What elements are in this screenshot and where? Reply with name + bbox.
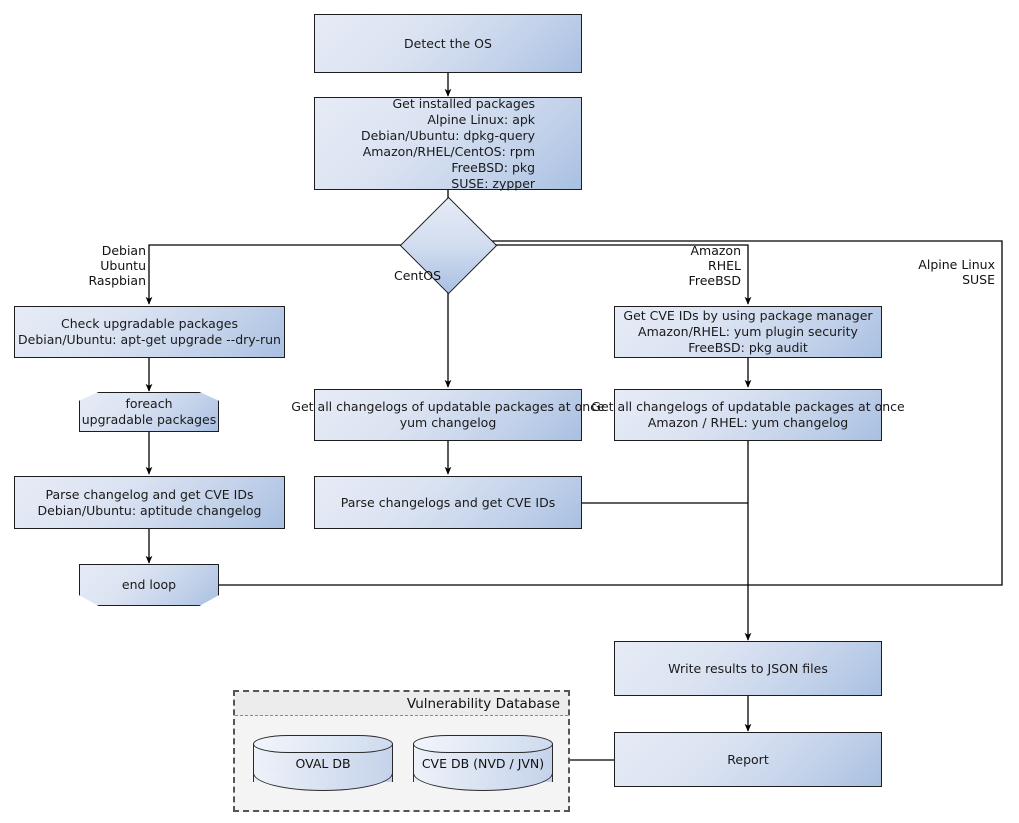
node-end-loop[interactable]: end loop (79, 564, 219, 606)
node-parse-changelogs-centos-label: Parse changelogs and get CVE IDs (340, 494, 556, 510)
node-report-label: Report (727, 751, 769, 767)
node-report[interactable]: Report (614, 732, 882, 787)
node-detect-os[interactable]: Detect the OS (314, 14, 582, 73)
node-detect-os-label: Detect the OS (404, 35, 492, 51)
vulnerability-database-title-bar: Vulnerability Database (235, 692, 568, 716)
database-cylinder-oval-label: OVAL DB (295, 755, 351, 771)
vulnerability-database-title: Vulnerability Database (406, 695, 560, 712)
cylinder-top (413, 735, 553, 753)
database-cylinder-oval[interactable]: OVAL DB (253, 735, 393, 791)
node-write-results[interactable]: Write results to JSON files (614, 641, 882, 696)
node-get-changelogs-amazon-label: Get all changelogs of updatable packages… (591, 399, 905, 430)
node-write-results-label: Write results to JSON files (668, 660, 828, 676)
database-cylinder-cve[interactable]: CVE DB (NVD / JVN) (413, 735, 553, 791)
node-end-loop-label: end loop (121, 577, 177, 592)
edge-decision-to-debian (145, 244, 401, 305)
node-get-changelogs-amazon[interactable]: Get all changelogs of updatable packages… (591, 389, 905, 441)
node-get-changelogs-centos[interactable]: Get all changelogs of updatable packages… (291, 389, 605, 441)
database-cylinder-cve-label: CVE DB (NVD / JVN) (421, 755, 545, 771)
edge-label-centos: CentOS (393, 268, 441, 283)
cylinder-top (253, 735, 393, 753)
node-parse-changelogs-centos[interactable]: Parse changelogs and get CVE IDs (314, 476, 582, 529)
node-get-changelogs-centos-label: Get all changelogs of updatable packages… (291, 399, 605, 430)
vulnerability-database-group: Vulnerability Database OVAL DB CVE DB (N… (233, 690, 570, 812)
